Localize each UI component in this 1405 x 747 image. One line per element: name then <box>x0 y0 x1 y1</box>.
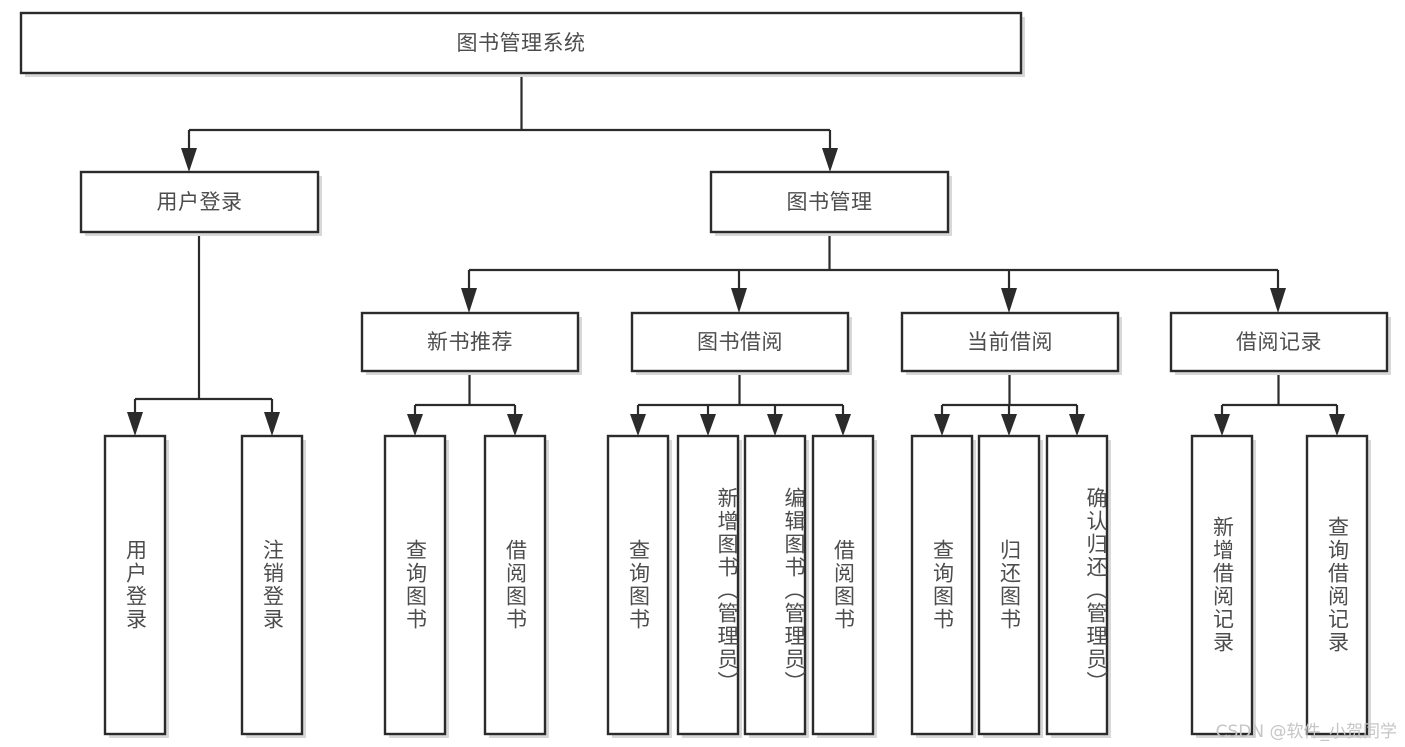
connectors-bookborrow-to-leaves <box>630 375 851 436</box>
connectors-root-to-level2 <box>181 76 838 172</box>
node-leaf-query-book-1[interactable] <box>383 434 449 738</box>
node-book-borrow[interactable] <box>630 311 852 375</box>
node-leaf-query-record[interactable] <box>1305 434 1371 738</box>
node-root[interactable] <box>19 11 1025 77</box>
connectors-bookmanage-to-level3 <box>461 232 1286 313</box>
node-leaf-borrow-book-2[interactable] <box>811 434 877 738</box>
node-leaf-borrow-book-1[interactable] <box>483 434 549 738</box>
node-current-borrow[interactable] <box>900 311 1122 375</box>
node-leaf-query-book-3[interactable] <box>910 434 976 738</box>
node-new-book-rec[interactable] <box>360 311 582 375</box>
node-leaf-user-login[interactable] <box>103 434 169 738</box>
connectors-userlogin-to-leaves <box>127 232 280 436</box>
connectors-currentborrow-to-leaves <box>934 375 1085 436</box>
connectors-borrowrecord-to-leaves <box>1214 375 1345 436</box>
node-leaf-return-book[interactable] <box>977 434 1043 738</box>
node-leaf-add-book[interactable] <box>676 434 742 738</box>
node-leaf-edit-book[interactable] <box>743 434 809 738</box>
node-leaf-query-book-2[interactable] <box>606 434 672 738</box>
node-borrow-record[interactable] <box>1169 311 1391 375</box>
node-user-login[interactable] <box>79 170 322 236</box>
node-leaf-logout[interactable] <box>240 434 306 738</box>
node-leaf-confirm-return[interactable] <box>1045 434 1111 738</box>
node-leaf-add-record[interactable] <box>1190 434 1256 738</box>
connectors-newbookrec-to-leaves <box>407 375 523 436</box>
watermark: CSDN @软件_小贺同学 <box>1215 722 1397 742</box>
node-book-manage[interactable] <box>709 170 952 236</box>
